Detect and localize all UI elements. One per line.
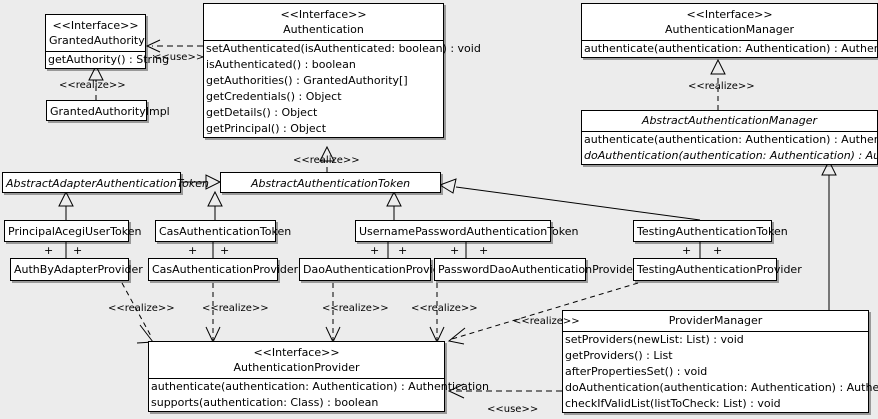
label-use-authentication-granted-authority: <<use>> xyxy=(153,52,205,63)
class-box-granted-authority[interactable]: <<Interface>> GrantedAuthority getAuthor… xyxy=(45,14,170,69)
authentication-manager-divider xyxy=(582,40,877,41)
abstract-authentication-manager-header: AbstractAuthenticationManager xyxy=(582,111,877,131)
assoc-plus-principal-right: + xyxy=(73,244,83,257)
label-realize-granted-authority-impl: <<realize>> xyxy=(59,80,126,91)
authentication-stereotype: <<Interface>> xyxy=(280,8,367,21)
granted-authority-name: GrantedAuthority xyxy=(49,34,145,47)
assoc-plus-cas-left: + xyxy=(188,244,198,257)
class-box-username-password-authentication-token[interactable]: UsernamePasswordAuthenticationToken xyxy=(355,220,579,242)
authentication-name: Authentication xyxy=(283,23,364,36)
assoc-plus-username-2: + xyxy=(398,244,408,257)
method-get-authority: getAuthority() : String xyxy=(48,53,170,66)
authentication-provider-header: <<Interface>> AuthenticationProvider xyxy=(149,342,444,378)
method-set-authenticated: setAuthenticated(isAuthenticated: boolea… xyxy=(206,42,481,55)
method-authenticate-impl: authenticate(authentication: Authenticat… xyxy=(584,133,878,146)
username-password-authentication-token-name: UsernamePasswordAuthenticationToken xyxy=(359,225,579,238)
class-box-cas-authentication-token[interactable]: CasAuthenticationToken xyxy=(155,220,292,242)
method-is-authenticated: isAuthenticated() : boolean xyxy=(206,58,356,71)
provider-manager-methods: setProviders(newList: List) : void getPr… xyxy=(563,332,878,412)
principal-acegi-user-token-name: PrincipalAcegiUserToken xyxy=(8,225,142,238)
class-box-principal-acegi-user-token[interactable]: PrincipalAcegiUserToken xyxy=(4,220,142,242)
testing-authentication-provider-name: TestingAuthenticationProvider xyxy=(637,263,802,276)
testing-authentication-token-name: TestingAuthenticationToken xyxy=(637,225,788,238)
granted-authority-stereotype: <<Interface>> xyxy=(52,19,139,32)
authentication-provider-stereotype: <<Interface>> xyxy=(253,346,340,359)
assoc-plus-username-1: + xyxy=(370,244,380,257)
method-after-properties-set: afterPropertiesSet() : void xyxy=(565,365,708,378)
provider-manager-header: ProviderManager xyxy=(563,311,868,331)
label-realize-testing-authentication-provider: <<realize>> xyxy=(513,316,580,327)
class-box-abstract-authentication-manager[interactable]: AbstractAuthenticationManager authentica… xyxy=(581,110,878,165)
cas-authentication-token-name: CasAuthenticationToken xyxy=(159,225,292,238)
class-box-authentication-manager[interactable]: <<Interface>> AuthenticationManager auth… xyxy=(581,3,878,58)
class-box-dao-authentication-provider[interactable]: DaoAuthenticationProvider xyxy=(299,258,451,281)
method-authenticate: authenticate(authentication: Authenticat… xyxy=(584,42,878,55)
assoc-plus-username-3: + xyxy=(450,244,460,257)
granted-authority-header: <<Interface>> GrantedAuthority xyxy=(46,15,145,51)
class-box-provider-manager[interactable]: ProviderManager setProviders(newList: Li… xyxy=(562,310,878,413)
method-check-if-valid-list: checkIfValidList(listToCheck: List) : vo… xyxy=(565,397,781,410)
method-set-providers: setProviders(newList: List) : void xyxy=(565,333,744,346)
abstract-authentication-manager-methods: authenticate(authentication: Authenticat… xyxy=(582,132,878,164)
auth-by-adapter-provider-name: AuthByAdapterProvider xyxy=(14,263,143,276)
authentication-divider xyxy=(204,40,443,41)
method-provider-supports: supports(authentication: Class) : boolea… xyxy=(151,396,379,409)
provider-manager-name: ProviderManager xyxy=(668,314,763,327)
assoc-plus-cas-right: + xyxy=(220,244,230,257)
authentication-methods: setAuthenticated(isAuthenticated: boolea… xyxy=(204,41,481,137)
assoc-plus-testing-right: + xyxy=(713,244,723,257)
dao-authentication-provider-name: DaoAuthenticationProvider xyxy=(303,263,451,276)
label-realize-auth-by-adapter-provider: <<realize>> xyxy=(108,303,175,314)
method-get-credentials: getCredentials() : Object xyxy=(206,90,342,103)
class-box-auth-by-adapter-provider[interactable]: AuthByAdapterProvider xyxy=(10,258,143,281)
abstract-adapter-authentication-token-name: AbstractAdapterAuthenticationToken xyxy=(6,177,209,190)
class-box-authentication[interactable]: <<Interface>> Authentication setAuthenti… xyxy=(203,3,481,138)
authentication-manager-header: <<Interface>> AuthenticationManager xyxy=(582,4,877,40)
granted-authority-divider xyxy=(46,51,145,52)
assoc-plus-username-4: + xyxy=(479,244,489,257)
label-realize-dao-authentication-provider: <<realize>> xyxy=(322,303,389,314)
granted-authority-methods: getAuthority() : String xyxy=(46,52,170,68)
method-get-principal: getPrincipal() : Object xyxy=(206,122,327,135)
provider-manager-divider xyxy=(563,331,868,332)
class-box-granted-authority-impl[interactable]: GrantedAuthorityImpl xyxy=(46,100,170,121)
class-box-cas-authentication-provider[interactable]: CasAuthenticationProvider xyxy=(148,258,299,281)
method-do-authentication: doAuthentication(authentication: Authent… xyxy=(565,381,878,394)
method-get-details: getDetails() : Object xyxy=(206,106,318,119)
authentication-header: <<Interface>> Authentication xyxy=(204,4,443,40)
authentication-provider-methods: authenticate(authentication: Authenticat… xyxy=(149,379,489,411)
cas-authentication-provider-name: CasAuthenticationProvider xyxy=(152,263,299,276)
label-realize-password-dao-authentication-provider: <<realize>> xyxy=(411,303,478,314)
method-provider-authenticate: authenticate(authentication: Authenticat… xyxy=(151,380,489,393)
method-get-authorities: getAuthorities() : GrantedAuthority[] xyxy=(206,74,408,87)
class-box-testing-authentication-provider[interactable]: TestingAuthenticationProvider xyxy=(633,258,802,281)
assoc-plus-principal-left: + xyxy=(44,244,54,257)
abstract-authentication-manager-name: AbstractAuthenticationManager xyxy=(641,114,818,127)
label-realize-abstract-authentication-manager: <<realize>> xyxy=(688,81,755,92)
class-box-password-dao-authentication-provider[interactable]: PasswordDaoAuthenticationProvider xyxy=(434,258,638,281)
method-get-providers: getProviders() : List xyxy=(565,349,673,362)
abstract-authentication-manager-divider xyxy=(582,131,877,132)
abstract-authentication-token-name: AbstractAuthenticationToken xyxy=(250,177,411,190)
label-use-provider-manager: <<use>> xyxy=(487,404,539,415)
authentication-manager-name: AuthenticationManager xyxy=(665,23,794,36)
assoc-plus-testing-left: + xyxy=(682,244,692,257)
class-box-testing-authentication-token[interactable]: TestingAuthenticationToken xyxy=(633,220,788,242)
class-box-authentication-provider[interactable]: <<Interface>> AuthenticationProvider aut… xyxy=(148,341,489,412)
password-dao-authentication-provider-name: PasswordDaoAuthenticationProvider xyxy=(438,263,638,276)
authentication-manager-stereotype: <<Interface>> xyxy=(686,8,773,21)
class-box-abstract-authentication-token[interactable]: AbstractAuthenticationToken xyxy=(220,172,441,193)
label-realize-abstract-authentication-token: <<realize>> xyxy=(293,155,360,166)
authentication-manager-methods: authenticate(authentication: Authenticat… xyxy=(582,41,878,57)
method-do-authentication-abstract: doAuthentication(authentication: Authent… xyxy=(584,149,878,162)
label-realize-cas-authentication-provider: <<realize>> xyxy=(202,303,269,314)
class-box-abstract-adapter-authentication-token[interactable]: AbstractAdapterAuthenticationToken xyxy=(2,172,209,193)
authentication-provider-name: AuthenticationProvider xyxy=(233,361,360,374)
authentication-provider-divider xyxy=(149,378,444,379)
granted-authority-impl-name: GrantedAuthorityImpl xyxy=(50,105,170,118)
